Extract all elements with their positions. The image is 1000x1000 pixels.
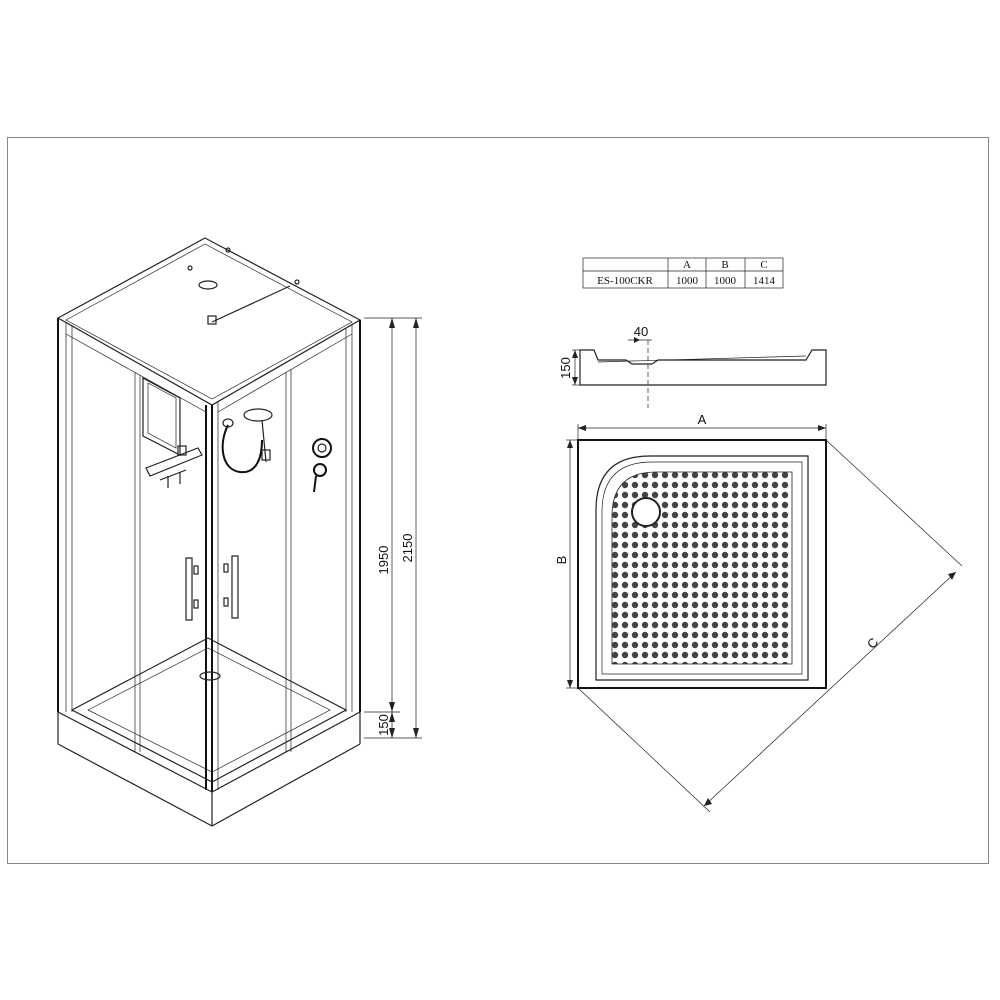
- total-height-label: 2150: [400, 534, 415, 563]
- height-dimensions: [364, 317, 422, 739]
- cabin-roof: [56, 237, 362, 406]
- width-label: A: [698, 412, 707, 427]
- mixer-valve-icon: [312, 438, 332, 493]
- mirror: [142, 376, 181, 456]
- cabin-height-label: 1950: [376, 546, 391, 575]
- diagonal-label: C: [864, 635, 882, 652]
- drain-icon: [199, 671, 221, 681]
- table-header-a: A: [683, 259, 691, 271]
- tray-drain-icon: [631, 497, 661, 527]
- table-cell-model: ES-100CKR: [597, 275, 653, 287]
- corner-shelf-icon: [145, 445, 203, 488]
- tray-height-label: 150: [376, 714, 391, 736]
- tray-top-view: [566, 424, 963, 813]
- shower-cabin-view: [56, 237, 422, 827]
- table-cell-b: 1000: [714, 275, 737, 287]
- tray-floor: [70, 637, 348, 783]
- table-cell-c: 1414: [753, 275, 776, 287]
- spec-table: [582, 257, 784, 289]
- profile-height-label: 150: [558, 357, 573, 379]
- drawing-frame: [7, 137, 989, 864]
- depth-label: B: [554, 556, 569, 565]
- drain-depth-label: 40: [634, 324, 648, 339]
- cabin-roof-inner: [65, 243, 353, 400]
- roof-light-icon: [187, 247, 300, 290]
- door-handle-right-icon: [223, 555, 239, 619]
- hand-shower-icon: [221, 408, 273, 474]
- table-header-b: B: [721, 259, 728, 271]
- table-cell-a: 1000: [676, 275, 699, 287]
- table-header-c: C: [760, 259, 767, 271]
- rain-shower-arm: [207, 285, 291, 325]
- door-handle-left-icon: [185, 557, 199, 621]
- tray-profile-view: [572, 337, 827, 408]
